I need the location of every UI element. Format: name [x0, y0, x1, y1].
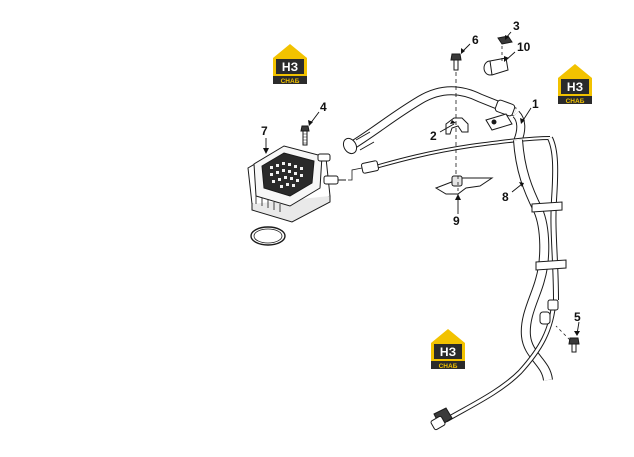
- watermark-text: СНАБ: [281, 78, 300, 85]
- part-bolt-lower: [555, 325, 580, 353]
- watermark-logo: НЗ СНАБ: [431, 329, 465, 370]
- part-mount-plate: [485, 113, 513, 131]
- hose-upper: [342, 86, 526, 155]
- callout-8: 8: [502, 190, 509, 204]
- watermark-text: СНАБ: [439, 363, 458, 370]
- part-bracket: [434, 175, 494, 200]
- wire-harness: [348, 136, 551, 181]
- callout-7: 7: [261, 124, 268, 138]
- callout-3: 3: [513, 19, 520, 33]
- callout-6: 6: [472, 33, 479, 47]
- callout-9: 9: [453, 214, 460, 228]
- watermark-mark: НЗ: [567, 80, 583, 94]
- callout-arrowheads: [263, 35, 580, 336]
- watermark-text: СНАБ: [566, 98, 585, 105]
- part-o-ring: [250, 226, 286, 246]
- callout-4: 4: [320, 100, 327, 114]
- watermark-logo: НЗ СНАБ: [558, 64, 592, 105]
- bottom-connector: [430, 407, 453, 431]
- part-bolt-top: [450, 53, 462, 176]
- part-clip: [483, 46, 509, 76]
- callout-10: 10: [517, 40, 531, 54]
- callout-5: 5: [574, 310, 581, 324]
- watermark-logo: НЗ СНАБ: [273, 44, 307, 85]
- part-clamp: [445, 117, 469, 135]
- part-bolt: [300, 125, 310, 146]
- callout-1: 1: [532, 97, 539, 111]
- watermark-mark: НЗ: [282, 60, 298, 74]
- callout-2: 2: [430, 129, 437, 143]
- hose-clips: [531, 201, 567, 325]
- part-control-unit: [247, 145, 346, 223]
- watermark-mark: НЗ: [440, 345, 456, 359]
